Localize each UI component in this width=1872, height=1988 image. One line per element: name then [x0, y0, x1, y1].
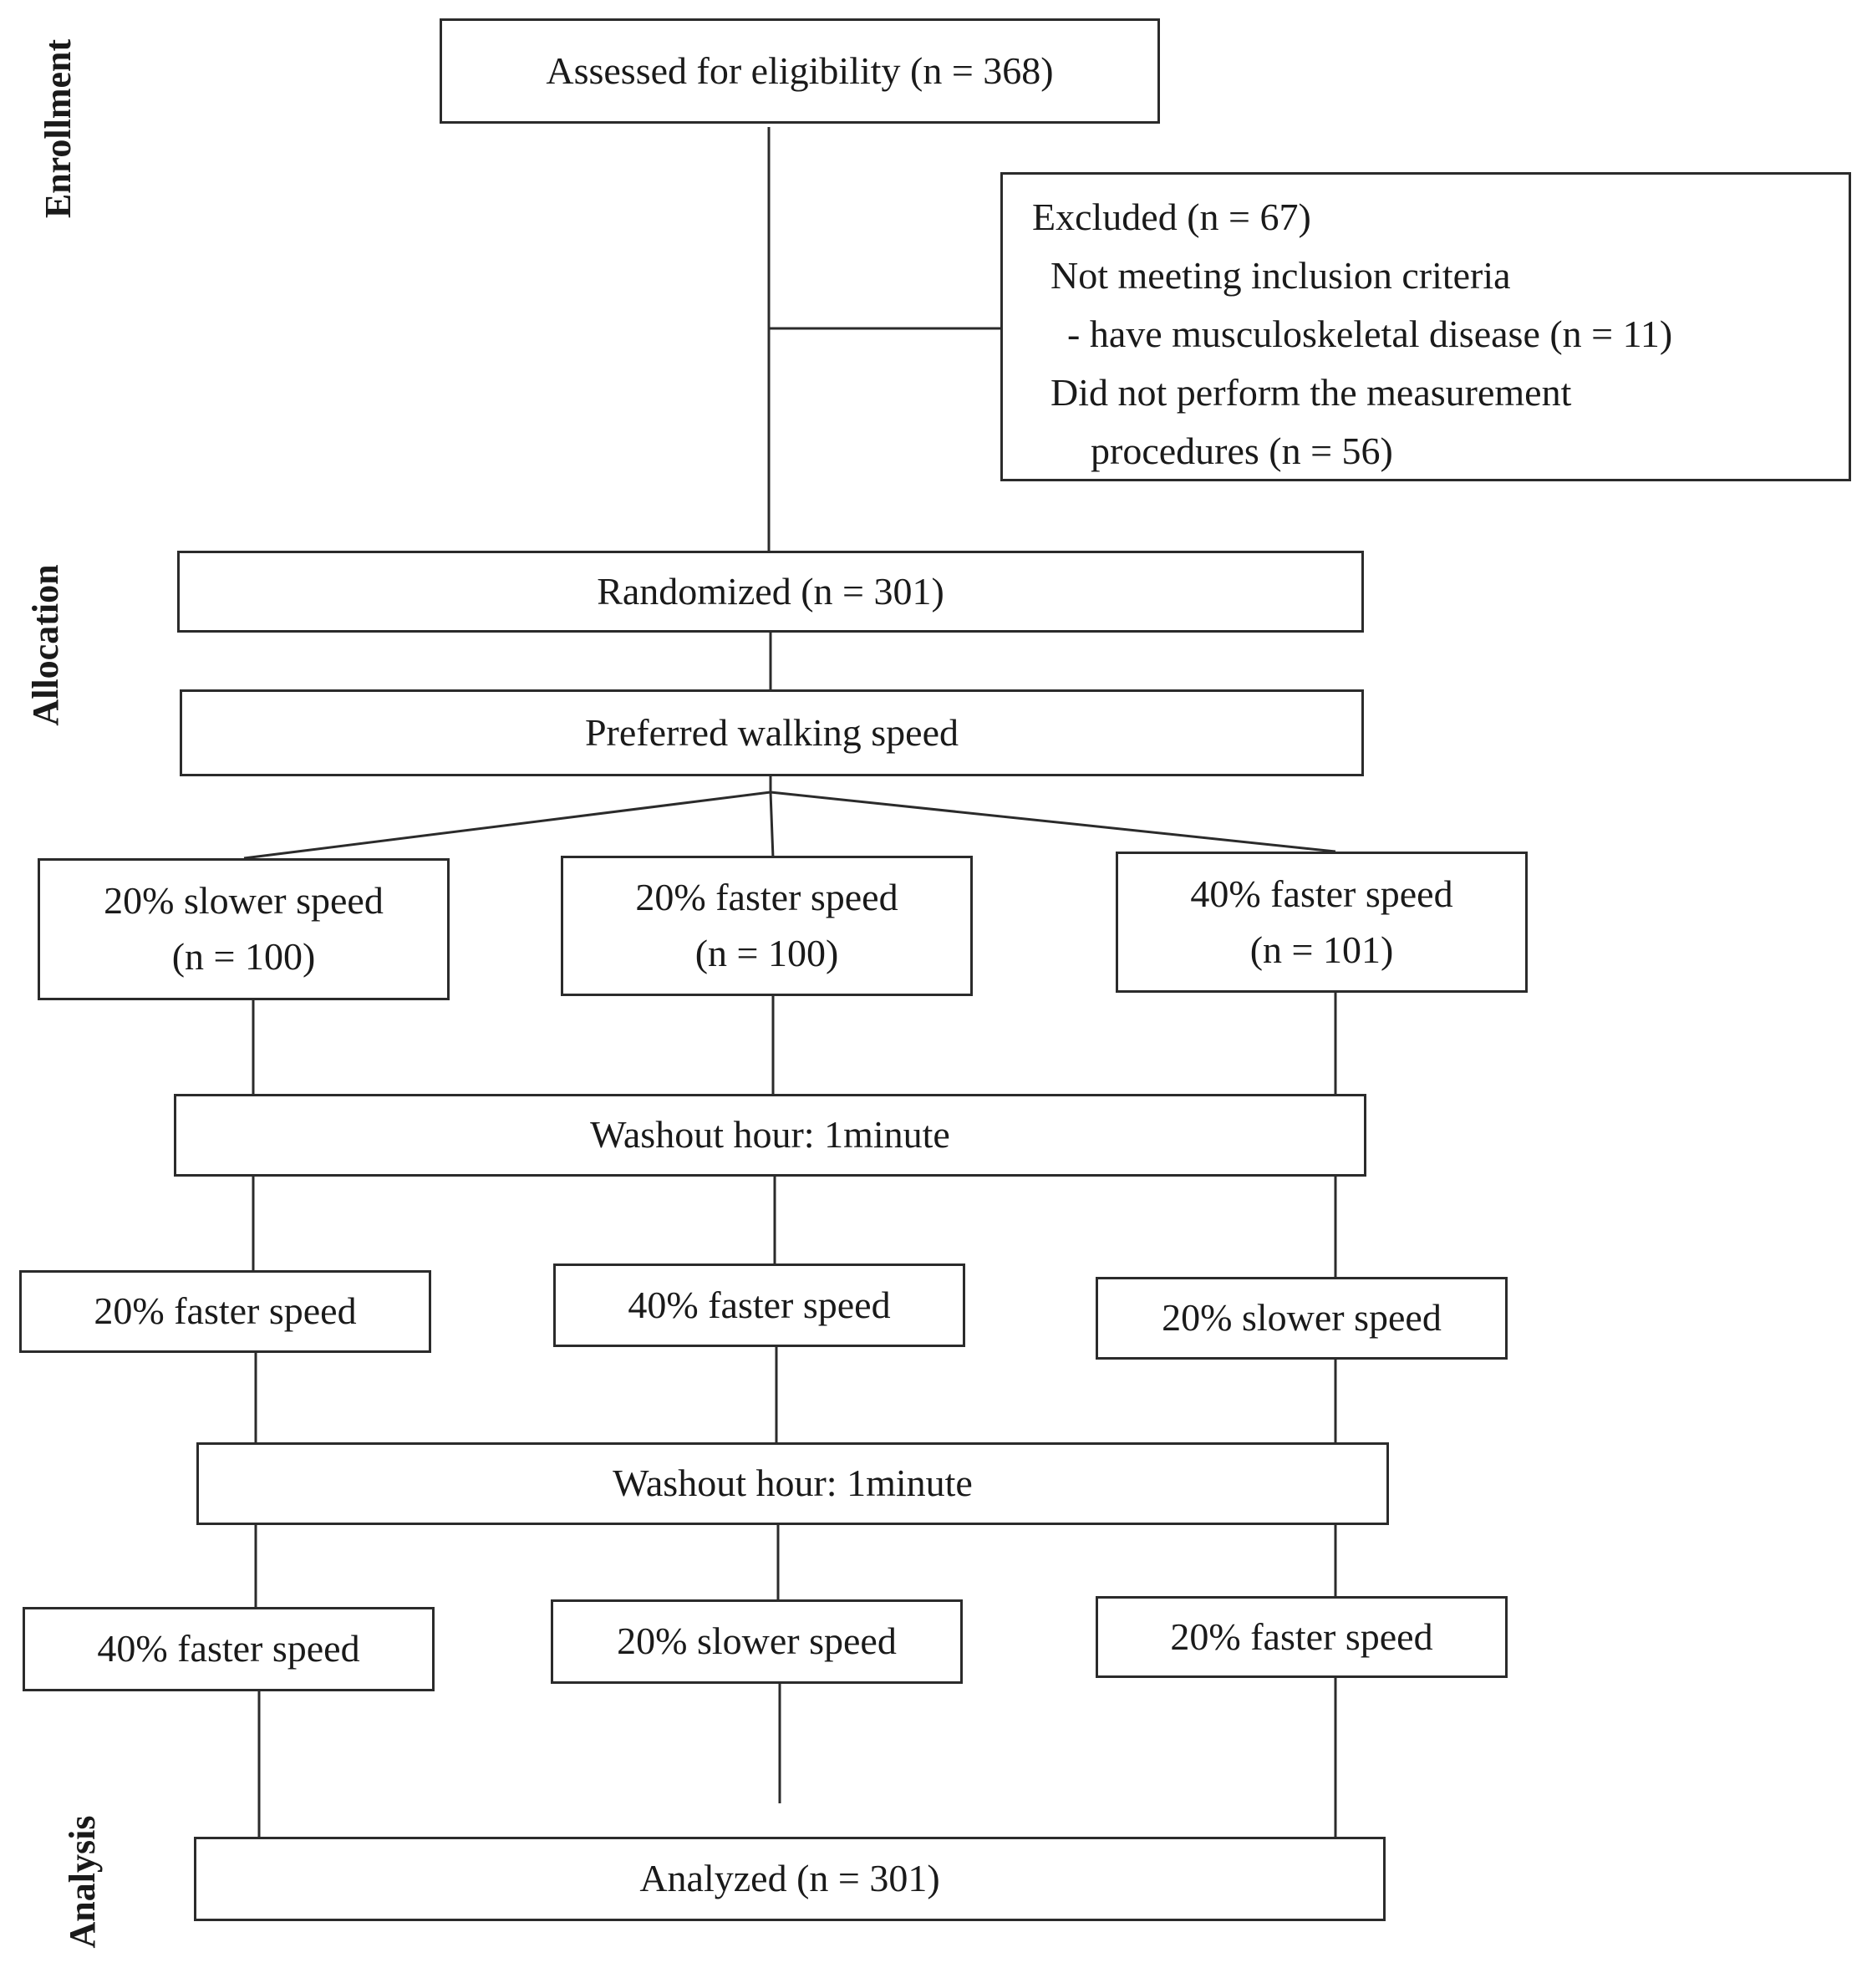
group-box-1: 20% slower speed (n = 100): [38, 858, 450, 1000]
phase-label-enrollment: Enrollment: [38, 38, 79, 219]
group-1-speed: 20% slower speed: [104, 879, 384, 923]
round-3-box-1: 40% faster speed: [23, 1607, 435, 1691]
washout-2-text: Washout hour: 1minute: [613, 1462, 973, 1505]
randomized-box: Randomized (n = 301): [177, 551, 1364, 633]
round-2-box-2: 40% faster speed: [553, 1263, 965, 1347]
analyzed-text: Analyzed (n = 301): [639, 1857, 940, 1900]
round-3-speed-1: 40% faster speed: [97, 1627, 360, 1670]
excluded-title: Excluded (n = 67): [1032, 196, 1311, 238]
connector-split-mid: [769, 791, 775, 859]
round-3-box-2: 20% slower speed: [551, 1599, 963, 1684]
preferred-speed-box: Preferred walking speed: [180, 689, 1364, 776]
preferred-speed-text: Preferred walking speed: [584, 710, 959, 754]
group-2-speed: 20% faster speed: [635, 876, 898, 919]
group-3-count: (n = 101): [1249, 928, 1394, 971]
round-2-speed-1: 20% faster speed: [94, 1289, 357, 1333]
analyzed-box: Analyzed (n = 301): [194, 1837, 1386, 1921]
round-3-speed-2: 20% slower speed: [617, 1619, 897, 1663]
round-3-speed-3: 20% faster speed: [1170, 1614, 1433, 1658]
group-box-2: 20% faster speed (n = 100): [561, 856, 973, 996]
excluded-item-criteria: Not meeting inclusion criteria: [1050, 254, 1511, 297]
phase-label-allocation: Allocation: [25, 564, 66, 726]
round-2-box-3: 20% slower speed: [1096, 1277, 1508, 1360]
group-2-count: (n = 100): [694, 932, 839, 974]
group-1-count: (n = 100): [171, 935, 316, 978]
round-2-speed-2: 40% faster speed: [628, 1283, 891, 1326]
connector-split-left: [243, 791, 771, 860]
excluded-item-measurement: Did not perform the measurement: [1050, 371, 1572, 414]
group-box-3: 40% faster speed (n = 101): [1116, 852, 1528, 993]
randomized-text: Randomized (n = 301): [597, 569, 944, 613]
assessed-box: Assessed for eligibility (n = 368): [440, 18, 1160, 124]
connector-split-right: [770, 791, 1336, 853]
phase-label-analysis: Analysis: [62, 1815, 103, 1949]
group-3-speed: 40% faster speed: [1190, 872, 1453, 915]
excluded-item-musculoskeletal: - have musculoskeletal disease (n = 11): [1067, 313, 1673, 355]
washout-1-text: Washout hour: 1minute: [590, 1113, 950, 1157]
washout-box-2: Washout hour: 1minute: [196, 1442, 1389, 1525]
round-2-speed-3: 20% slower speed: [1162, 1296, 1442, 1340]
excluded-item-procedures: procedures (n = 56): [1091, 430, 1393, 472]
assessed-text: Assessed for eligibility (n = 368): [546, 48, 1054, 92]
excluded-box: Excluded (n = 67) Not meeting inclusion …: [1000, 172, 1851, 481]
round-2-box-1: 20% faster speed: [19, 1270, 431, 1353]
washout-box-1: Washout hour: 1minute: [174, 1094, 1366, 1177]
round-3-box-3: 20% faster speed: [1096, 1596, 1508, 1678]
